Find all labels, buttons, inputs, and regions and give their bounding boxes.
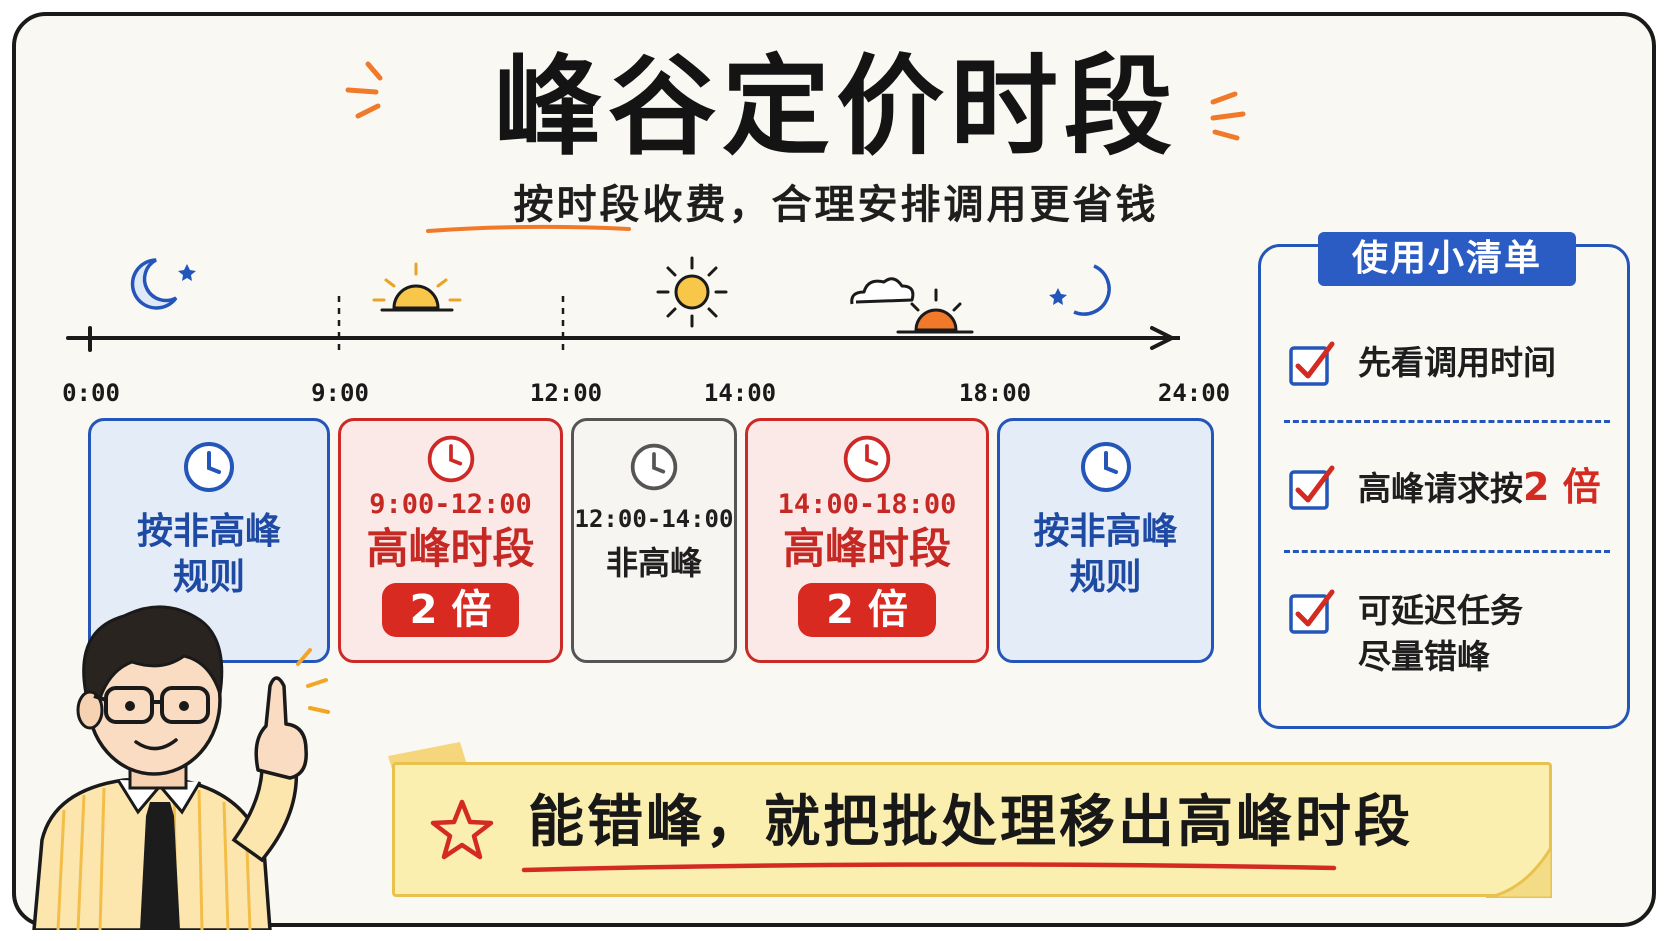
clock-icon <box>427 435 474 483</box>
checklist-item-text: 高峰请求按2 倍 <box>1358 465 1601 509</box>
timeline-axis <box>66 296 1180 352</box>
banner-text: 能错峰，就把批处理移出高峰时段 <box>528 790 1413 855</box>
multiplier-badge: 2 倍 <box>381 583 520 637</box>
timeline-label-0: 0:00 <box>62 379 120 407</box>
highlight-multiplier: 2 倍 <box>1523 465 1601 509</box>
checklist-divider <box>1284 550 1610 553</box>
period-time: 12:00-14:00 <box>574 505 734 533</box>
clock-icon <box>843 435 891 483</box>
period-card-peak-morning: 9:00-12:00 高峰时段 2 倍 <box>338 418 563 663</box>
page-curl <box>1486 846 1552 898</box>
period-card-offpeak-night: 按非高峰 规则 <box>997 418 1214 663</box>
period-time: 9:00-12:00 <box>369 489 532 520</box>
checked-box-icon <box>1289 589 1335 634</box>
timeline-label-14: 14:00 <box>703 379 777 407</box>
page-subtitle: 按时段收费，合理安排调用更省钱 <box>513 182 1159 228</box>
page-title: 峰谷定价时段 <box>493 45 1178 170</box>
title-sparkle-left-icon <box>345 61 383 119</box>
timeline-label-24: 24:00 <box>1157 379 1231 407</box>
checklist-item: 高峰请求按2 倍 <box>1288 464 1618 512</box>
checklist-divider <box>1284 420 1610 423</box>
checklist-item: 先看调用时间 <box>1288 340 1618 388</box>
presenter-character <box>32 605 330 930</box>
clock-icon <box>630 443 678 491</box>
banner-underline <box>521 862 1337 873</box>
cloud-sunset-icon <box>850 277 974 334</box>
title-sparkle-right-icon <box>1210 91 1246 141</box>
period-card-peak-afternoon: 14:00-18:00 高峰时段 2 倍 <box>745 418 989 663</box>
moon-star-icon <box>130 258 196 310</box>
timeline-label-18: 18:00 <box>958 379 1032 407</box>
period-label: 按非高峰 规则 <box>1033 511 1178 598</box>
period-time: 14:00-18:00 <box>777 489 957 520</box>
checklist-item: 可延迟任务 尽量错峰 <box>1288 588 1618 680</box>
subtitle-underline <box>426 224 631 233</box>
sun-icon <box>656 256 728 328</box>
moon-star-icon-night <box>1049 264 1111 316</box>
timeline-label-9: 9:00 <box>311 379 369 407</box>
checklist-title: 使用小清单 <box>1318 232 1576 286</box>
clock-icon <box>184 442 234 492</box>
star-icon <box>430 799 494 860</box>
period-label: 高峰时段 <box>366 524 535 573</box>
sunrise-icon <box>372 262 462 312</box>
checked-box-icon <box>1289 341 1335 386</box>
checked-box-icon <box>1289 465 1335 510</box>
clock-icon <box>1080 442 1131 492</box>
checklist-item-text: 可延迟任务 尽量错峰 <box>1358 591 1523 676</box>
timeline-label-12: 12:00 <box>529 379 603 407</box>
period-label: 高峰时段 <box>782 524 951 573</box>
period-card-offpeak-noon: 12:00-14:00 非高峰 <box>571 418 737 663</box>
checklist-item-text: 先看调用时间 <box>1358 343 1556 382</box>
period-label: 非高峰 <box>605 544 702 582</box>
period-label: 按非高峰 规则 <box>136 511 281 598</box>
multiplier-badge: 2 倍 <box>798 583 936 637</box>
tip-banner <box>392 762 1552 897</box>
